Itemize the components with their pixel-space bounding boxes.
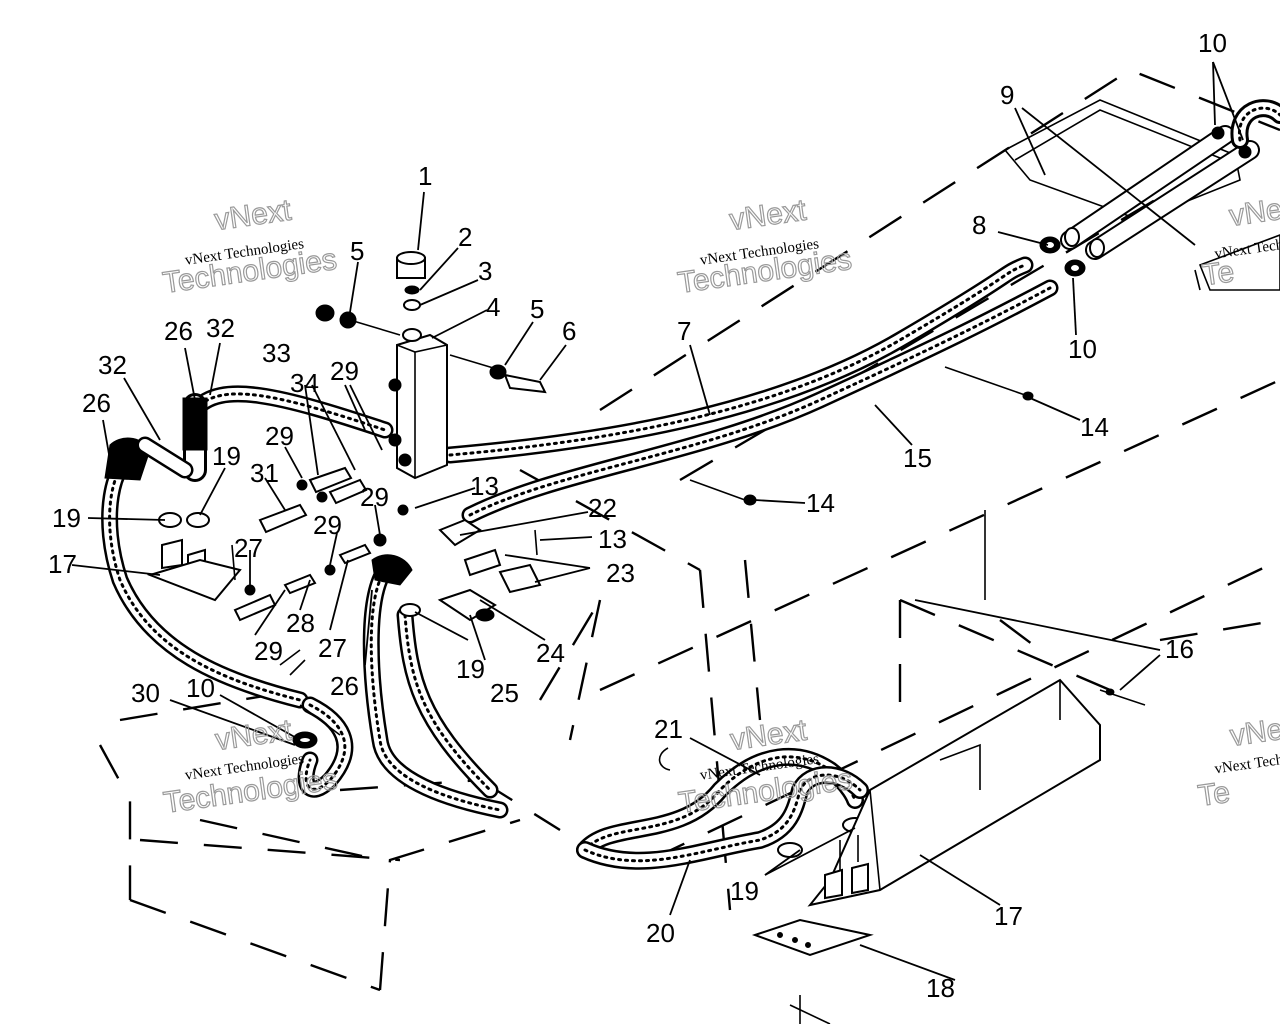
watermark-right-top: vNe Te vNext Technologies	[1200, 192, 1280, 293]
callout-20: 20	[646, 918, 675, 948]
callout-2: 2	[458, 222, 472, 252]
callout-10-left: 10	[186, 673, 215, 703]
hose-clamps-8-10	[1039, 236, 1086, 277]
svg-text:vNext: vNext	[728, 194, 809, 237]
small-fittings	[233, 466, 409, 736]
callout-24: 24	[536, 638, 565, 668]
svg-text:vNe: vNe	[1228, 713, 1280, 753]
bolts	[534, 366, 1146, 706]
callout-17-right: 17	[994, 901, 1023, 931]
callout-5-left: 5	[350, 236, 364, 266]
heat-exchanger-plates	[1003, 99, 1280, 291]
coolant-hose-7	[441, 256, 1034, 464]
svg-text:vNe: vNe	[1227, 193, 1280, 233]
callout-17-left: 17	[48, 549, 77, 579]
callout-10-top: 10	[1198, 28, 1227, 58]
callout-labels: 1 2 3 4 5 5 6 7 8 9 10 10 10 13 13 14 14…	[48, 28, 1227, 1003]
callout-29-a: 29	[330, 356, 359, 386]
leader-lines	[71, 61, 1244, 981]
coolant-hose-20	[576, 747, 869, 870]
coolant-reservoir	[388, 251, 448, 480]
svg-text:vNext: vNext	[213, 194, 294, 237]
callout-14-lower: 14	[806, 488, 835, 518]
callout-27-left: 27	[234, 533, 263, 563]
clamps-and-brackets	[146, 512, 868, 858]
callout-26-left: 26	[82, 388, 111, 418]
callout-23: 23	[606, 558, 635, 588]
callout-29-d: 29	[313, 510, 342, 540]
callout-19-upper: 19	[212, 441, 241, 471]
coolant-hose-26-left	[101, 436, 309, 709]
callout-31: 31	[250, 458, 279, 488]
watermark-left-top: vNext Technologies vNext Technologies	[160, 193, 339, 300]
callout-19-left: 19	[52, 503, 81, 533]
callout-21: 21	[654, 714, 683, 744]
callout-6: 6	[562, 316, 576, 346]
callout-22: 22	[588, 493, 617, 523]
callout-10-mid: 10	[1068, 334, 1097, 364]
coolant-hose-26-upper	[182, 385, 394, 482]
callout-5-right: 5	[530, 294, 544, 324]
callout-29-b: 29	[265, 421, 294, 451]
watermark-center-top: vNext Technologies vNext Technologies	[675, 193, 854, 300]
callout-30: 30	[131, 678, 160, 708]
callout-29-e: 29	[254, 636, 283, 666]
callout-15: 15	[903, 443, 932, 473]
svg-text:Te: Te	[1196, 776, 1232, 813]
svg-text:Te: Te	[1200, 255, 1236, 292]
callout-32-left: 32	[98, 350, 127, 380]
callout-19-lower: 19	[730, 876, 759, 906]
callout-4: 4	[486, 292, 500, 322]
callout-18: 18	[926, 973, 955, 1003]
callout-34: 34	[290, 368, 319, 398]
callout-26-upper: 26	[164, 316, 193, 346]
callout-33: 33	[262, 338, 291, 368]
callout-7: 7	[677, 316, 691, 346]
callout-3: 3	[478, 256, 492, 286]
mounting-rail-17	[807, 678, 1101, 907]
callout-25: 25	[490, 678, 519, 708]
callout-14-upper: 14	[1080, 412, 1109, 442]
callout-27-center: 27	[318, 633, 347, 663]
reservoir-hardware	[315, 304, 547, 394]
callout-16: 16	[1165, 634, 1194, 664]
svg-text:vNext Technologies: vNext Technologies	[1214, 230, 1280, 263]
callout-19-center: 19	[456, 654, 485, 684]
callout-32-right: 32	[206, 313, 235, 343]
callout-9: 9	[1000, 80, 1014, 110]
callout-26-center: 26	[330, 671, 359, 701]
heat-exchanger-tubes	[1060, 99, 1280, 260]
callout-8: 8	[972, 210, 986, 240]
callout-13-lower: 13	[598, 524, 627, 554]
callout-1: 1	[418, 161, 432, 191]
coolant-hose-26-center	[362, 554, 509, 819]
callout-13-upper: 13	[470, 471, 499, 501]
callout-28: 28	[286, 608, 315, 638]
callout-29-c: 29	[360, 482, 389, 512]
coolant-hose-15	[461, 279, 1059, 524]
watermark-right-bottom: vNe Te vNext Technologies	[1195, 712, 1280, 813]
mounting-plate-18	[751, 918, 874, 1024]
